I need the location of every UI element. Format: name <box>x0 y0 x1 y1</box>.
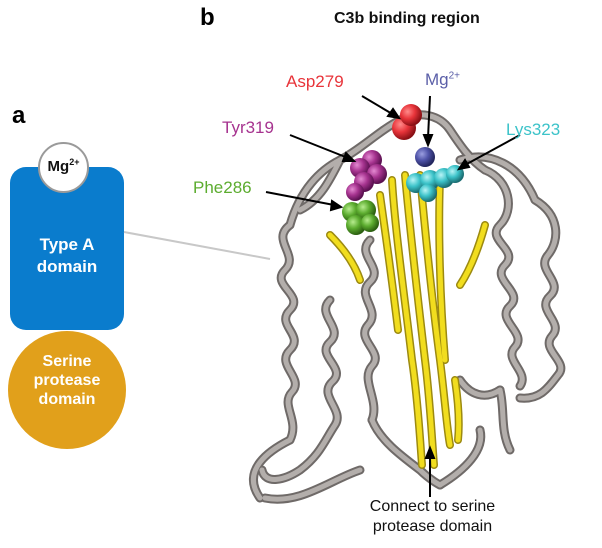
beta-strands <box>326 171 489 469</box>
lys323-label: Lys323 <box>506 120 561 139</box>
type-a-domain-label: Type A domain <box>10 234 124 278</box>
mg-structure-symbol: Mg <box>425 70 449 89</box>
connect-line2: protease domain <box>372 518 493 535</box>
figure-title: C3b binding region <box>334 10 480 27</box>
serine-label-line2: protease <box>33 372 101 389</box>
asp279-label: Asp279 <box>286 72 344 91</box>
phe286-label: Phe286 <box>193 178 252 197</box>
serine-label-line3: domain <box>38 391 96 408</box>
mg-symbol: Mg <box>47 158 70 175</box>
type-a-label-line1: Type A <box>39 235 95 254</box>
serine-protease-domain-circle <box>8 331 126 449</box>
type-a-label-line2: domain <box>36 257 98 276</box>
tyr319-spheres <box>346 150 387 201</box>
connector-line <box>123 231 271 260</box>
panel-label-b: b <box>200 4 215 31</box>
lys323-spheres <box>406 165 464 202</box>
connect-line1: Connect to serine <box>369 498 496 515</box>
ribbon-highlight <box>251 112 564 502</box>
asp279-spheres <box>392 104 422 140</box>
mg-ion-label: Mg2+ <box>38 157 89 175</box>
mg-ion-circle <box>38 142 89 193</box>
type-a-domain-box <box>10 167 124 330</box>
panel-label-a: a <box>12 102 26 129</box>
tyr319-label: Tyr319 <box>222 118 274 137</box>
mg-ion-sphere <box>415 147 435 167</box>
mg-structure-charge: 2+ <box>448 70 461 82</box>
phe286-spheres <box>342 200 379 235</box>
mg-charge: 2+ <box>69 157 80 167</box>
serine-protease-domain-label: Serine protease domain <box>8 352 126 409</box>
serine-label-line1: Serine <box>42 353 92 370</box>
connect-to-serine-label: Connect to serine protease domain <box>340 497 525 537</box>
mg-structure-label: Mg2+ <box>425 70 460 90</box>
label-arrows <box>265 95 521 497</box>
